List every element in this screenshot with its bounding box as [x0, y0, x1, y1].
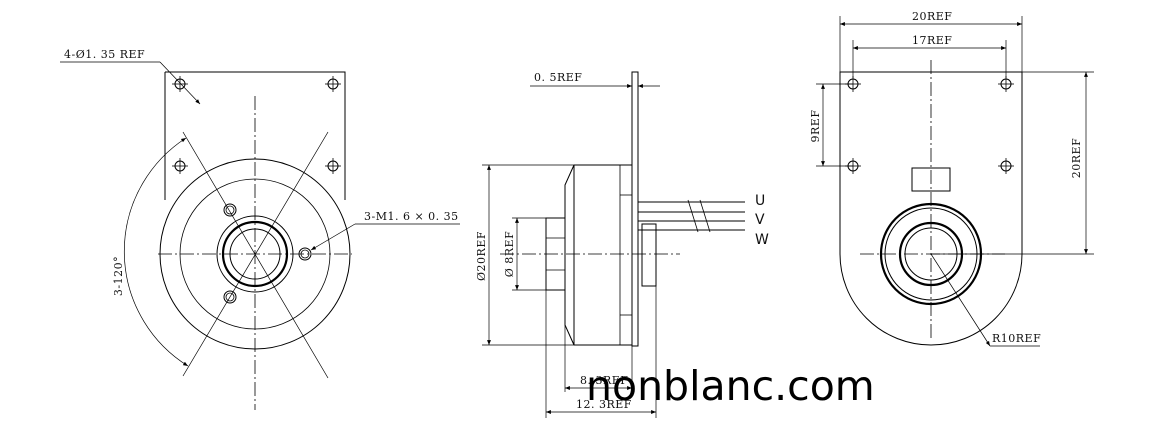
left-bore-circle: [229, 228, 281, 280]
right-height: 20REF: [1070, 138, 1083, 178]
side-motor-body: [564, 164, 632, 346]
left-radial-line-1: [182, 131, 329, 379]
left-thread-callout-leader: [310, 223, 356, 251]
left-hole-callout: 4-Ø1. 35 REF: [64, 48, 145, 61]
side-connector: [641, 223, 657, 287]
left-hole-callout-leader: [159, 61, 201, 105]
side-length-2: 12. 3REF: [576, 398, 632, 411]
left-angle-arc: [123, 137, 189, 367]
side-view: U V W 0. 5REF Ø20REF Ø 8REF 8. 3REF 12. …: [475, 71, 769, 418]
side-flange-thickness: 0. 5REF: [534, 71, 582, 84]
side-length-1: 8. 3REF: [580, 374, 628, 387]
side-flange-plate: [631, 71, 639, 347]
wire-label-u: U: [755, 193, 765, 209]
side-wires: [638, 199, 745, 233]
left-inner-circle: [216, 215, 294, 293]
right-hole-spacing-v: 9REF: [809, 110, 822, 143]
watermark-text: nonblanc.com: [586, 362, 875, 410]
left-threaded-holes: [223, 203, 312, 304]
right-corner-holes: [845, 76, 1014, 174]
left-angle-label: 3-120°: [112, 256, 125, 296]
side-shaft-diameter: Ø 8REF: [503, 231, 516, 277]
left-bolt-circle: [179, 178, 331, 330]
side-body-diameter: Ø20REF: [475, 231, 488, 281]
right-hole-spacing-h: 17REF: [912, 34, 952, 47]
left-thread-callout: 3-M1. 6 × 0. 35: [364, 210, 459, 223]
right-width-overall: 20REF: [912, 10, 952, 23]
left-outer-circle: [159, 158, 351, 350]
right-connector-block: [911, 167, 951, 192]
right-radius-leader: [930, 253, 991, 347]
left-shaft-circle: [221, 220, 289, 288]
left-mounting-plate: [164, 71, 346, 200]
right-view: 20REF 17REF 9REF 20REF R10REF: [809, 10, 1094, 347]
left-view: 4-Ø1. 35 REF 3-M1. 6 × 0. 35 3-120°: [60, 48, 460, 410]
right-radius: R10REF: [992, 332, 1041, 345]
wire-label-w: W: [755, 232, 769, 248]
left-radial-line-2: [182, 131, 329, 377]
right-outline: [839, 71, 1023, 346]
wire-label-v: V: [755, 212, 765, 228]
